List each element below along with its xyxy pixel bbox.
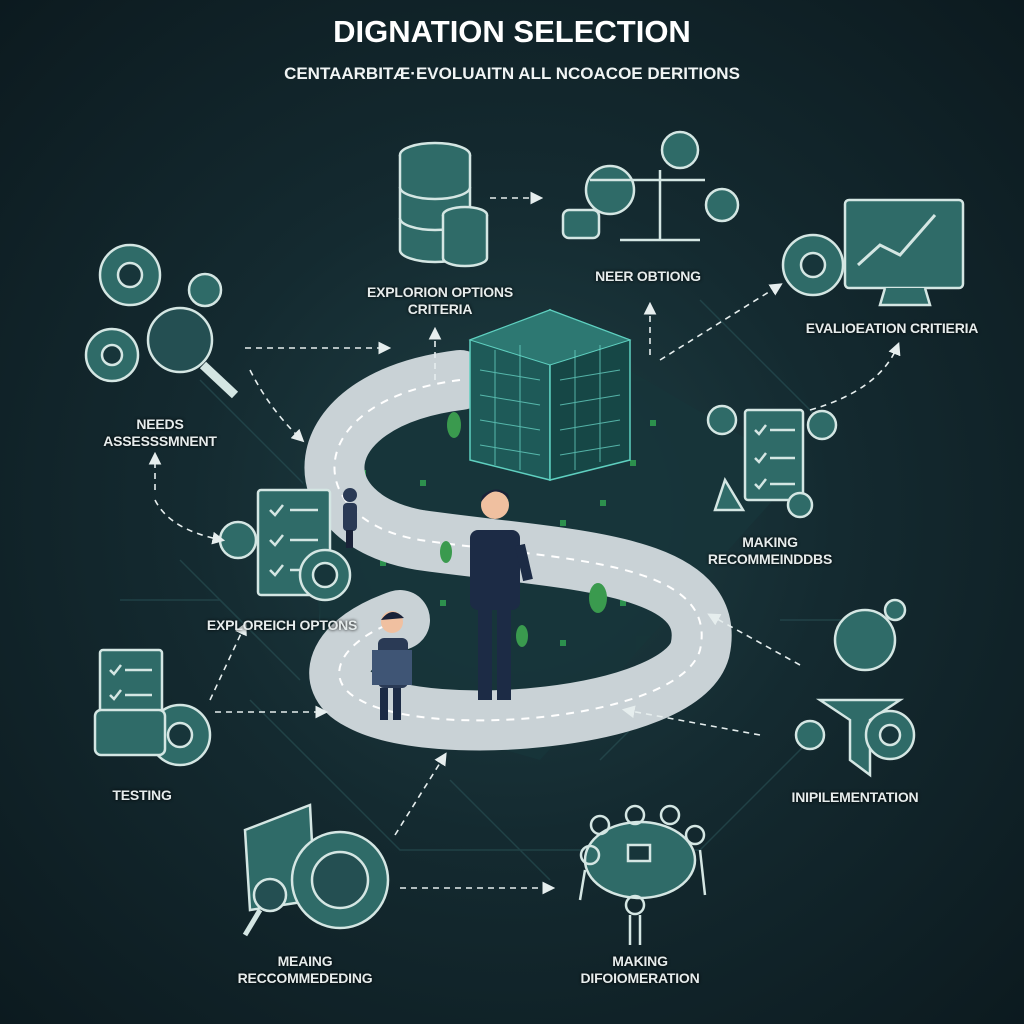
label-line: MAKING <box>612 953 668 969</box>
implementation-gears-icon <box>794 598 916 778</box>
checklist-document-icon <box>706 404 838 519</box>
stage-label-implementation: INIPILEMENTATION <box>792 789 919 806</box>
label-line: RECOMMEINDDBS <box>707 551 833 567</box>
label-line: EVALIOEATION CRITIERIA <box>805 320 979 336</box>
small-person-figure <box>372 611 412 720</box>
winding-road <box>304 350 732 751</box>
label-line: MEAING <box>277 953 333 969</box>
stage-label-exploreich-optons: EXPLOREICH OPTONS <box>206 617 358 634</box>
label-line: NEEDS <box>136 416 184 432</box>
meeting-table-icon <box>578 804 707 945</box>
label-line: ASSESSSMNENT <box>103 433 217 449</box>
tree-icons <box>440 412 607 647</box>
label-line: NEER OBTIONG <box>595 268 701 284</box>
gear-globe-icon <box>242 803 390 937</box>
dashed-arrows <box>148 191 901 895</box>
label-line: MAKING <box>742 534 798 550</box>
scale-gears-icon <box>561 130 740 242</box>
label-line: RECCOMMEDEDING <box>237 970 373 986</box>
label-line: INIPILEMENTATION <box>791 789 919 805</box>
label-line: CRITERIA <box>407 301 473 317</box>
checklist-gears-icon <box>218 488 352 602</box>
database-icon <box>398 141 489 268</box>
label-line: DIFOIOMERATION <box>580 970 700 986</box>
testing-checklist-icon <box>93 648 212 767</box>
monitor-chart-icon <box>781 198 965 307</box>
page-title: DIGNATION SELECTION <box>333 14 691 49</box>
stage-label-testing: TESTING <box>112 787 171 804</box>
label-line: EXPLORION OPTIONS <box>367 284 513 300</box>
businessman-figure <box>470 489 533 700</box>
page-subtitle: CENTAARBITÆ·EVOLUAITN ALL NCOACOE DERITI… <box>284 64 740 83</box>
distant-person-figure <box>343 488 357 548</box>
gears-magnifier-icon <box>84 243 239 399</box>
stage-label-evaluation-criteria: EVALIOEATION CRITIERIA <box>805 320 979 337</box>
label-line: EXPLOREICH OPTONS <box>206 617 358 633</box>
label-line: TESTING <box>112 787 172 803</box>
stage-label-neer-optiong: NEER OBTIONG <box>595 268 701 285</box>
data-building-icon <box>468 308 632 481</box>
